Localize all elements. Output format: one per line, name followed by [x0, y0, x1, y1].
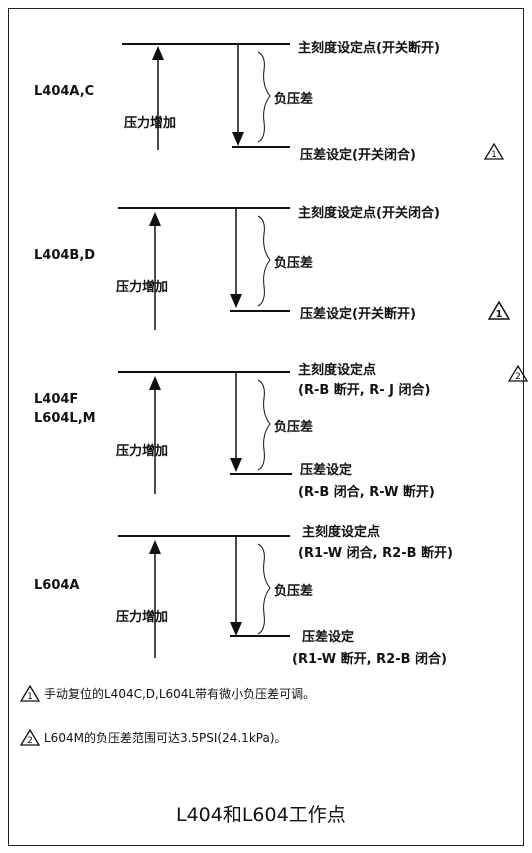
- model-label-line1: L404F: [34, 392, 79, 407]
- note-1-warning-icon: 1: [19, 684, 41, 706]
- differential-label: 负压差: [274, 584, 314, 599]
- increase-arrowhead: [149, 212, 161, 226]
- increase-arrowhead: [152, 46, 164, 60]
- figure-caption: L404和L604工作点: [176, 804, 346, 826]
- differential-arrowhead: [232, 132, 244, 146]
- diagram-3: [118, 371, 292, 494]
- setpoint-label-line2: (R-B 断开, R- J 闭合): [298, 383, 431, 398]
- svg-text:1: 1: [27, 692, 33, 702]
- differential-setting-label: 压差设定(开关闭合): [300, 148, 416, 163]
- warning-1-icon: 1: [487, 300, 511, 324]
- pressure-increase-label: 压力增加: [116, 444, 169, 459]
- differential-label: 负压差: [274, 420, 314, 435]
- increase-arrowhead: [149, 376, 161, 390]
- setpoint-label-line1: 主刻度设定点: [298, 363, 377, 378]
- brace-icon: [257, 543, 271, 635]
- brace-icon: [257, 215, 271, 307]
- diagram-4: [118, 535, 290, 658]
- pressure-increase-label: 压力增加: [116, 610, 169, 625]
- model-label: L604A: [34, 578, 80, 593]
- setpoint-label-line1: 主刻度设定点: [302, 525, 381, 540]
- svg-text:1: 1: [496, 309, 503, 320]
- differential-arrowhead: [230, 458, 242, 472]
- differential-arrowhead: [230, 294, 242, 308]
- differential-setting-label: 压差设定(开关断开): [300, 307, 416, 322]
- increase-arrowhead: [149, 540, 161, 554]
- brace-icon: [257, 51, 271, 143]
- differential-setting-label-line1: 压差设定: [302, 630, 355, 645]
- differential-setting-label-line2: (R-B 闭合, R-W 断开): [298, 485, 435, 500]
- svg-text:2: 2: [515, 372, 521, 382]
- svg-text:1: 1: [491, 150, 497, 160]
- model-label: L404B,D: [34, 248, 96, 263]
- pressure-increase-label: 压力增加: [124, 116, 177, 131]
- figure-frame: [8, 8, 524, 846]
- differential-label: 负压差: [274, 92, 314, 107]
- differential-arrowhead: [230, 622, 242, 636]
- diagram-2: [118, 207, 290, 330]
- note-2-text: L604M的负压差范围可达3.5PSI(24.1kPa)。: [44, 731, 287, 745]
- model-label: L404A,C: [34, 84, 95, 99]
- differential-label: 负压差: [274, 256, 314, 271]
- diagram-1: [122, 43, 290, 150]
- model-label-line2: L604L,M: [34, 411, 96, 426]
- pressure-increase-label: 压力增加: [116, 280, 169, 295]
- differential-setting-label-line2: (R1-W 断开, R2-B 闭合): [292, 652, 447, 667]
- note-2-warning-icon: 2: [19, 728, 41, 750]
- note-1-text: 手动复位的L404C,D,L604L带有微小负压差可调。: [44, 687, 316, 701]
- setpoint-label-line2: (R1-W 闭合, R2-B 断开): [298, 546, 453, 561]
- warning-1-icon: 1: [483, 142, 505, 164]
- setpoint-label: 主刻度设定点(开关闭合): [298, 206, 440, 221]
- warning-2-icon: 2: [507, 364, 529, 386]
- setpoint-label: 主刻度设定点(开关断开): [298, 41, 440, 56]
- brace-icon: [257, 379, 271, 471]
- svg-text:2: 2: [27, 736, 33, 746]
- differential-setting-label-line1: 压差设定: [300, 463, 353, 478]
